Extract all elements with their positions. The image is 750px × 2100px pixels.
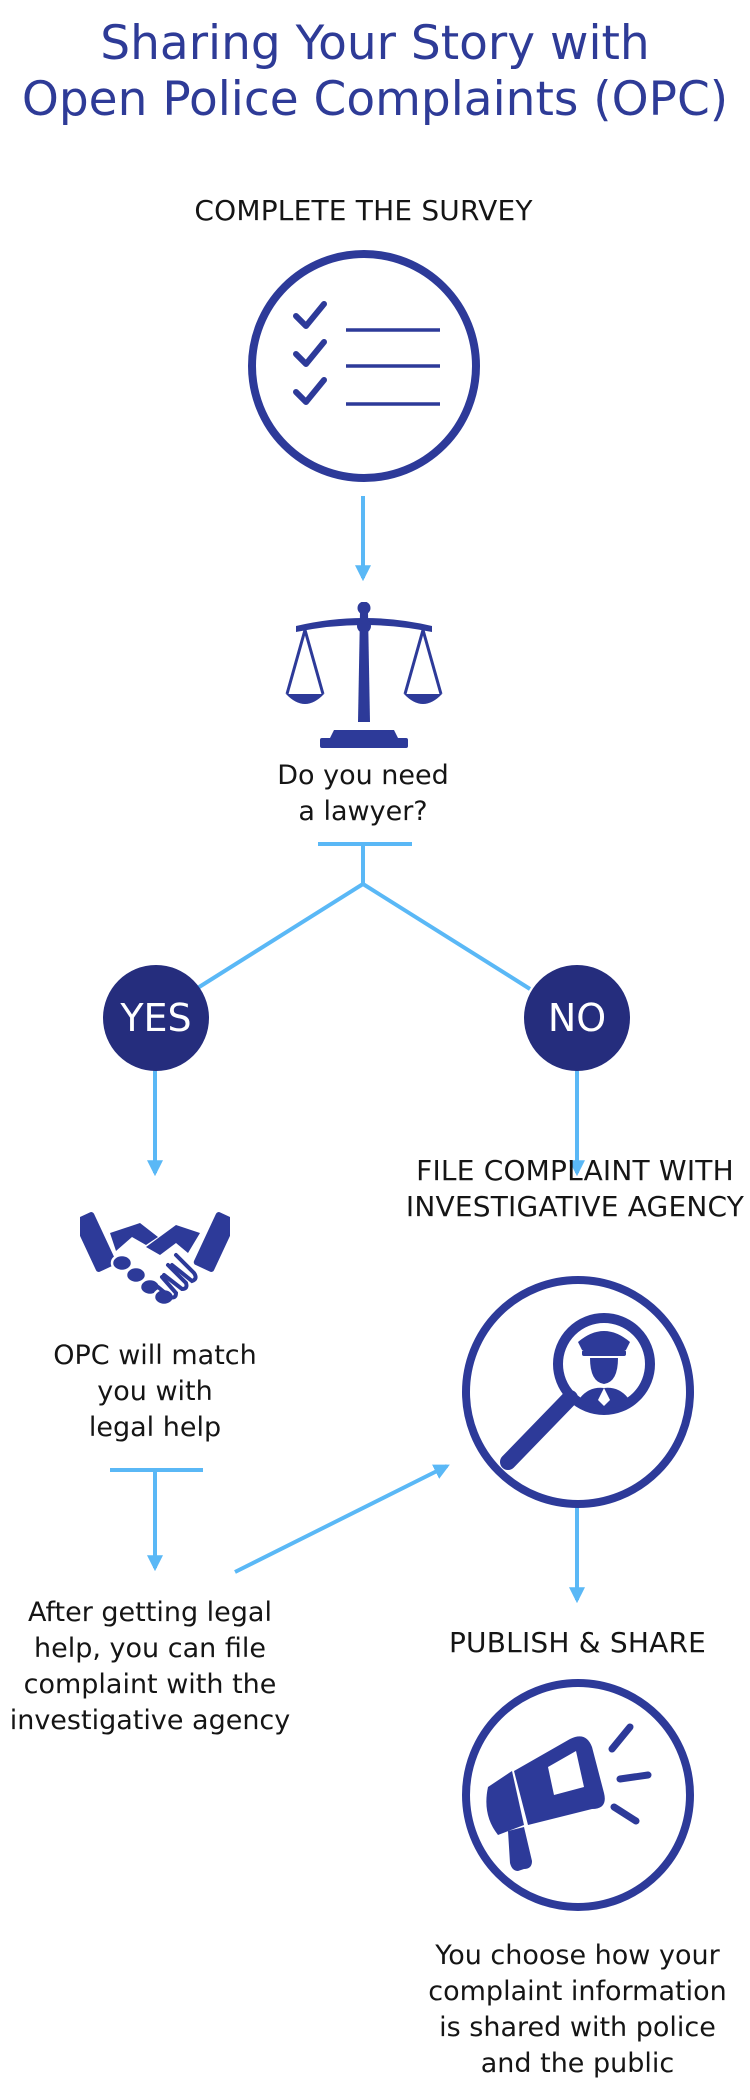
branch-to-no [361, 882, 532, 991]
lawyer-question-line-2: a lawyer? [298, 796, 428, 827]
title-line-2: Open Police Complaints (OPC) [21, 72, 729, 127]
choose-text: You choose how your complaint informatio… [420, 1938, 735, 2082]
survey-heading: COMPLETE THE SURVEY [194, 194, 533, 227]
choose-line-4: and the public [480, 2048, 675, 2079]
after-help-text: After getting legal help, you can file c… [0, 1595, 300, 1739]
match-text-line-3: legal help [88, 1412, 222, 1443]
branch-to-yes [194, 882, 365, 991]
choose-line-1: You choose how your [435, 1940, 720, 1971]
no-badge: NO [524, 965, 630, 1071]
choose-line-3: is shared with police [439, 2012, 716, 2043]
after-help-line-4: investigative agency [9, 1705, 291, 1736]
after-help-line-1: After getting legal [28, 1597, 272, 1628]
handshake-icon [80, 1212, 230, 1307]
file-heading-line-1: FILE COMPLAINT WITH [416, 1154, 734, 1187]
after-help-line-2: help, you can file [34, 1633, 266, 1664]
lawyer-question: Do you need a lawyer? [263, 758, 463, 830]
match-text-line-2: you with [97, 1376, 213, 1407]
file-complaint-heading: FILE COMPLAINT WITH INVESTIGATIVE AGENCY [400, 1153, 750, 1225]
title-line-1: Sharing Your Story with [100, 16, 650, 71]
lawyer-question-line-1: Do you need [277, 760, 449, 791]
yes-badge: YES [103, 965, 209, 1071]
police-officer-magnifier-icon [462, 1276, 694, 1508]
scales-of-justice-icon [285, 602, 443, 748]
file-heading-line-2: INVESTIGATIVE AGENCY [405, 1190, 745, 1223]
checklist-icon [248, 250, 480, 482]
publish-heading: PUBLISH & SHARE [448, 1626, 707, 1659]
megaphone-icon [462, 1679, 694, 1911]
choose-line-2: complaint information [428, 1976, 727, 2007]
after-help-line-3: complaint with the [23, 1669, 277, 1700]
match-text-line-1: OPC will match [53, 1340, 257, 1371]
arrow-after-to-file [234, 1464, 450, 1574]
match-text: OPC will match you with legal help [30, 1338, 280, 1446]
page-title: Sharing Your Story with Open Police Comp… [0, 16, 750, 128]
